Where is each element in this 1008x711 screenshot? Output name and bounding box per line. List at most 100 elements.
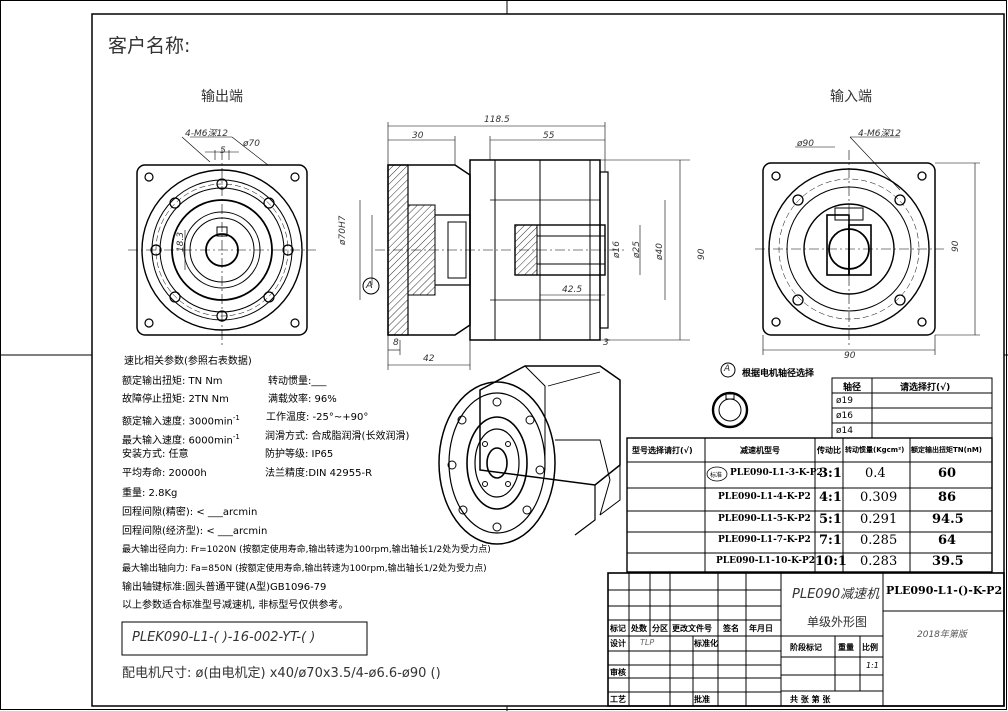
isometric-view xyxy=(438,365,621,545)
output-end-label: 输出端 xyxy=(201,89,243,105)
model-row-1-torque: 86 xyxy=(938,490,957,505)
tb-mark: 标记 xyxy=(610,624,626,633)
tb-zone: 分区 xyxy=(652,624,668,633)
tb-count: 处数 xyxy=(631,624,647,633)
dim-30: 30 xyxy=(412,131,424,141)
model-row-3-model: PLE090-L1-7-K-P2 xyxy=(718,535,811,545)
model-row-4-ratio: 10:1 xyxy=(815,554,847,569)
spec-title: 速比相关参数(参照右表数据) xyxy=(124,356,252,367)
output-holes-label: 4-M6深12 xyxy=(185,129,228,139)
model-row-2-torque: 94.5 xyxy=(932,512,964,527)
tb-weight: 重量 xyxy=(838,643,854,652)
input-holes-label: 4-M6深12 xyxy=(858,129,901,139)
tb-design: 设计 xyxy=(610,639,626,648)
model-row-4-model: PLE090-L1-10-K-P2 xyxy=(716,556,815,566)
tb-date: 年月日 xyxy=(749,624,773,633)
tb-stage: 阶段标记 xyxy=(790,643,822,652)
input-end-view xyxy=(755,136,980,355)
motor-size: 配电机尺寸: ø(由电机定) x40/ø70x3.5/4-ø6.6-ø90 () xyxy=(122,666,441,681)
model-table-grid xyxy=(626,437,993,573)
dim-90-bottom: 90 xyxy=(844,351,856,361)
spec-inertia: 转动惯量:___ xyxy=(268,376,327,387)
dim-18-3: 18.3 xyxy=(176,231,186,252)
dim-42-5: 42.5 xyxy=(562,285,583,295)
model-row-2-inertia: 0.291 xyxy=(860,512,898,527)
spec-rated-speed: 额定输入速度: 3000min-1 xyxy=(122,414,240,428)
spec-key-standard: 输出轴键标准:圆头普通平键(A型)GB1096-79 xyxy=(122,582,327,593)
model-row-0-ratio: 3:1 xyxy=(819,466,842,481)
spec-protection: 防护等级: IP65 xyxy=(265,449,334,460)
spec-rated-torque: 额定输出扭矩: TN Nm xyxy=(122,376,223,387)
shaft-select-title: 根据电机轴径选择 xyxy=(742,369,815,379)
spec-emergency-torque: 故障停止扭矩: 2TN Nm xyxy=(122,394,229,405)
title-drawing: 单级外形图 xyxy=(807,615,868,629)
spec-lubrication: 润滑方式: 合成脂润滑(长效润滑) xyxy=(265,431,410,442)
dim-d90-side: 90 xyxy=(697,248,707,260)
model-header-inertia: 转动惯量(Kgcm²) xyxy=(845,446,905,454)
tb-process: 工艺 xyxy=(610,695,626,704)
model-row-1-inertia: 0.309 xyxy=(860,490,898,505)
dim-d16: ø16 xyxy=(612,241,622,258)
spec-max-axial: 最大输出轴向力: Fa=850N (按额定使用寿命,输出转速为100rpm,输出… xyxy=(122,564,487,574)
tb-designer: TLP xyxy=(640,638,655,647)
marker-a-side: A xyxy=(366,280,373,291)
shaft-row-14: ø14 xyxy=(836,426,853,436)
spec-note: 以上参数适合标准型号减速机, 非标型号仅供参考。 xyxy=(122,600,349,611)
spec-weight: 重量: 2.8Kg xyxy=(122,488,178,499)
model-row-0-torque: 60 xyxy=(938,466,957,481)
side-dimensions xyxy=(359,122,690,370)
model-row-3-ratio: 7:1 xyxy=(819,533,842,548)
title-edition: 2018年第版 xyxy=(917,630,967,640)
dim-5: 5 xyxy=(220,146,226,156)
dim-118-5: 118.5 xyxy=(484,115,510,125)
tb-sheets: 共 张 第 张 xyxy=(790,695,831,704)
model-row-0-inertia: 0.4 xyxy=(865,466,886,481)
model-row-0-model: PLE090-L1-3-K-P2 xyxy=(730,468,823,478)
inner-frame xyxy=(91,13,1005,707)
model-row-3-torque: 64 xyxy=(938,533,957,548)
model-header-ratio: 传动比 xyxy=(817,446,841,455)
model-header-select: 型号选择请打(√) xyxy=(632,446,693,455)
dim-d90-input: ø90 xyxy=(797,139,814,149)
tb-standard: 标准化 xyxy=(694,639,718,648)
dim-d25: ø25 xyxy=(632,241,642,258)
dim-90-right: 90 xyxy=(951,240,961,252)
model-code-box xyxy=(121,621,368,656)
side-section-view xyxy=(362,159,625,341)
tb-approve: 批准 xyxy=(694,695,710,704)
spec-flange: 法兰精度:DIN 42955-R xyxy=(265,468,373,479)
customer-label: 客户名称: xyxy=(108,35,191,57)
spec-backlash-precise: 回程间隙(精密): < ___arcmin xyxy=(122,507,258,518)
title-product: PLE090减速机 xyxy=(792,587,880,602)
tb-scale: 比例 xyxy=(862,643,878,652)
shaft-keyway-icon xyxy=(711,362,749,429)
output-end-view xyxy=(128,136,316,345)
tb-sign: 签名 xyxy=(723,624,739,633)
dim-8: 8 xyxy=(393,338,399,348)
dim-3: 3 xyxy=(603,338,609,348)
shaft-col-diameter: 轴径 xyxy=(843,383,862,393)
spec-max-radial: 最大输出径向力: Fr=1020N (按额定使用寿命,输出转速为100rpm,输… xyxy=(122,545,491,555)
model-code: PLEK090-L1-( )-16-002-YT-( ) xyxy=(132,630,316,645)
dim-d70: ø70 xyxy=(243,139,260,149)
tb-docno: 更改文件号 xyxy=(672,624,712,633)
tb-scale-val: 1:1 xyxy=(866,661,879,670)
model-row-1-ratio: 4:1 xyxy=(819,490,842,505)
spec-temperature: 工作温度: -25°~+90° xyxy=(266,412,369,423)
model-row-4-torque: 39.5 xyxy=(932,554,964,569)
dim-55: 55 xyxy=(543,131,555,141)
spec-backlash-economy: 回程间隙(经济型): < ___arcmin xyxy=(122,526,268,537)
shaft-row-19: ø19 xyxy=(836,396,853,406)
marker-a-shaft: A xyxy=(724,364,731,374)
model-header-model: 减速机型号 xyxy=(740,446,780,455)
dim-d70h7: ø70H7 xyxy=(338,215,348,245)
title-block-grid xyxy=(607,572,1005,707)
shaft-row-16: ø16 xyxy=(836,411,853,421)
model-row-3-inertia: 0.285 xyxy=(860,533,898,548)
dim-d40: ø40 xyxy=(655,243,665,260)
model-row-0-mark: 标准 xyxy=(710,472,723,479)
shaft-col-choose: 请选择打(√) xyxy=(900,383,951,393)
spec-life: 平均寿命: 20000h xyxy=(122,468,207,479)
